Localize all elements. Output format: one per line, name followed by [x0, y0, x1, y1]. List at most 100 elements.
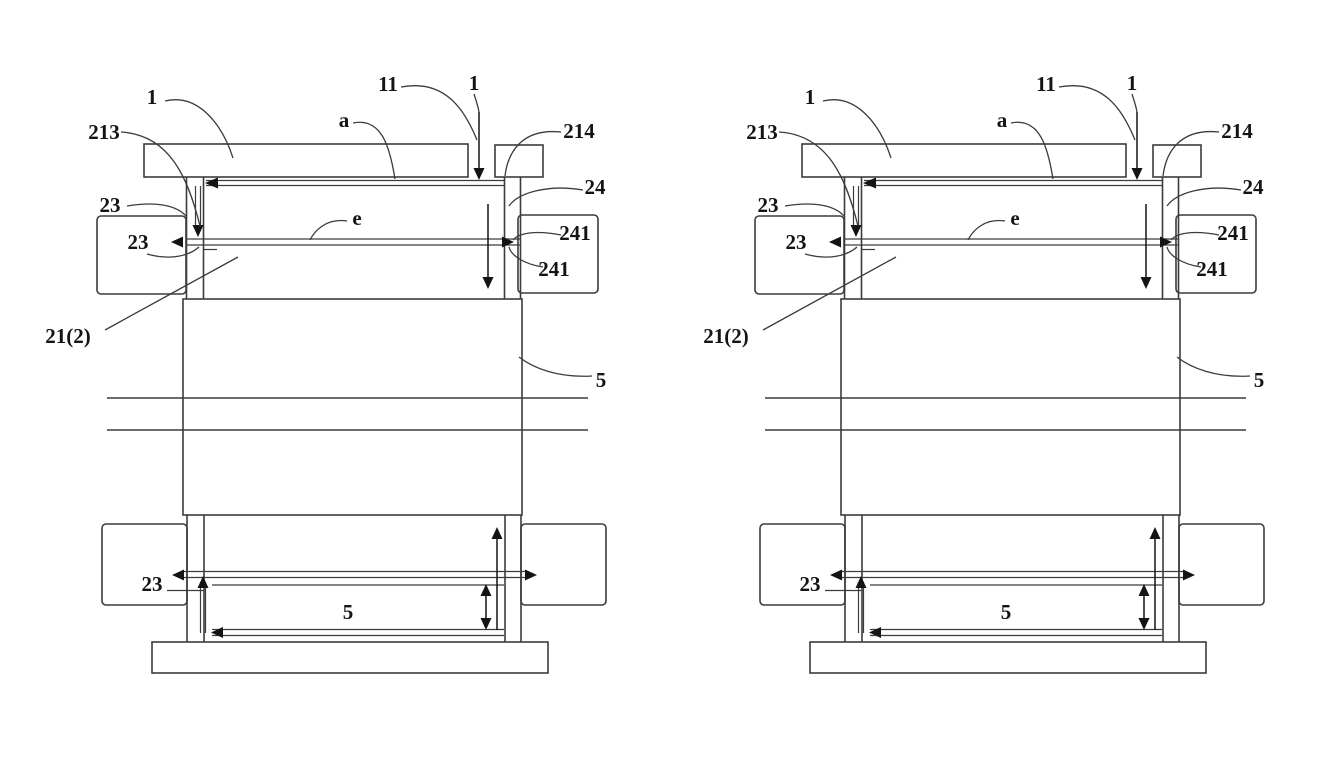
arrow-down-icon [482, 277, 494, 289]
leader-24 [508, 187, 584, 207]
figure-left-label-1-deck: 1 [147, 85, 158, 109]
leader-5-roll [518, 356, 593, 377]
figure-left-label-213: 213 [88, 120, 120, 144]
arrow-up-icon [491, 527, 503, 539]
lower-right-side-box [520, 523, 607, 606]
arrow-down-icon [192, 225, 204, 237]
top-right-block [494, 144, 544, 178]
arrow-down-icon [850, 225, 862, 237]
top-right-block [1152, 144, 1202, 178]
lower-right-side-box [1178, 523, 1265, 606]
arrow-down-icon [473, 168, 485, 180]
upper-left-side-box [96, 215, 187, 295]
figure-left-label-24: 24 [585, 175, 607, 199]
upper-right-side-box [1175, 214, 1257, 294]
upper-right-side-box [517, 214, 599, 294]
leader-214 [504, 130, 562, 177]
leader-23-mid [146, 246, 200, 258]
leader-21-2 [762, 256, 897, 331]
base-plate [151, 641, 549, 674]
top-deck-plate [801, 143, 1127, 178]
figure-right-label-213: 213 [746, 120, 778, 144]
leader-e [309, 219, 348, 241]
lower-left-side-box [759, 523, 846, 606]
figure-right-label-23-lower: 23 [800, 572, 821, 596]
figure-left-label-21-2: 21(2) [45, 324, 91, 348]
leader-1-deck [822, 99, 892, 159]
figure-right-label-214: 214 [1221, 119, 1253, 143]
figure-left-label-11: 11 [378, 72, 398, 96]
figure-right-label-11: 11 [1036, 72, 1056, 96]
leader-23-upper [784, 203, 845, 217]
figure-left-label-1-gap: 1 [469, 71, 480, 95]
figure-right-label-21-2: 21(2) [703, 324, 749, 348]
figure-left-label-23-lower: 23 [142, 572, 163, 596]
leader-241-upper [512, 231, 562, 241]
lower-left-side-box [101, 523, 188, 606]
arrow-down-icon [480, 618, 492, 630]
leader-23-upper [126, 203, 187, 217]
leader-214 [1162, 130, 1220, 177]
figure-right-label-5-lower: 5 [1001, 600, 1012, 624]
leader-1-gap [1131, 93, 1138, 113]
arrow-left-icon [172, 569, 184, 581]
base-plate [809, 641, 1207, 674]
arrow-up-icon [480, 584, 492, 596]
arrow-right-icon [502, 236, 514, 248]
figure-left-label-5-lower: 5 [343, 600, 354, 624]
figure-left-label-23-upper: 23 [100, 193, 121, 217]
arrow-left-icon [171, 236, 183, 248]
leader-213 [778, 131, 859, 227]
roll-body [840, 298, 1181, 516]
figure-left-label-23-mid: 23 [128, 230, 149, 254]
leader-5-roll [1176, 356, 1251, 377]
arrow-left-icon [211, 627, 223, 638]
figure-left-label-241-upper: 241 [559, 221, 591, 245]
figure-right-label-5-roll: 5 [1254, 368, 1265, 392]
arrow-up-icon [1149, 527, 1161, 539]
figure-right-label-24: 24 [1243, 175, 1265, 199]
leader-1-gap [473, 93, 480, 113]
figure-right-label-23-mid: 23 [786, 230, 807, 254]
figure-left-label-e: e [352, 206, 361, 230]
figure-left-label-a: a [339, 108, 350, 132]
upper-left-side-box [754, 215, 845, 295]
arrow-left-icon [829, 236, 841, 248]
figure-right-label-241-lower: 241 [1196, 257, 1228, 281]
arrow-left-icon [205, 177, 218, 189]
leader-24 [1166, 187, 1242, 207]
figure-right-label-1-gap: 1 [1127, 71, 1138, 95]
arrow-left-icon [863, 177, 876, 189]
leader-1-deck [164, 99, 234, 159]
arrow-right-icon [1183, 569, 1195, 581]
leader-11 [400, 85, 478, 141]
leader-241-lower [508, 246, 544, 268]
leader-21-2 [104, 256, 239, 331]
figure-left-label-241-lower: 241 [538, 257, 570, 281]
leader-23-mid [804, 246, 858, 258]
arrow-up-icon [855, 576, 867, 588]
top-deck-plate [143, 143, 469, 178]
arrow-up-icon [1138, 584, 1150, 596]
figure-right-label-e: e [1010, 206, 1019, 230]
arrow-left-icon [869, 627, 881, 638]
leader-e [967, 219, 1006, 241]
arrow-right-icon [1160, 236, 1172, 248]
leader-241-upper [1170, 231, 1220, 241]
figure-right-label-a: a [997, 108, 1008, 132]
arrow-down-icon [1138, 618, 1150, 630]
leader-a [1010, 121, 1054, 180]
roll-body [182, 298, 523, 516]
arrow-up-icon [197, 576, 209, 588]
leader-213 [120, 131, 201, 227]
leader-241-lower [1166, 246, 1202, 268]
figure-left-label-214: 214 [563, 119, 595, 143]
arrow-down-icon [1131, 168, 1143, 180]
figure-right-label-241-upper: 241 [1217, 221, 1249, 245]
figure-right-label-1-deck: 1 [805, 85, 816, 109]
arrow-down-icon [1140, 277, 1152, 289]
